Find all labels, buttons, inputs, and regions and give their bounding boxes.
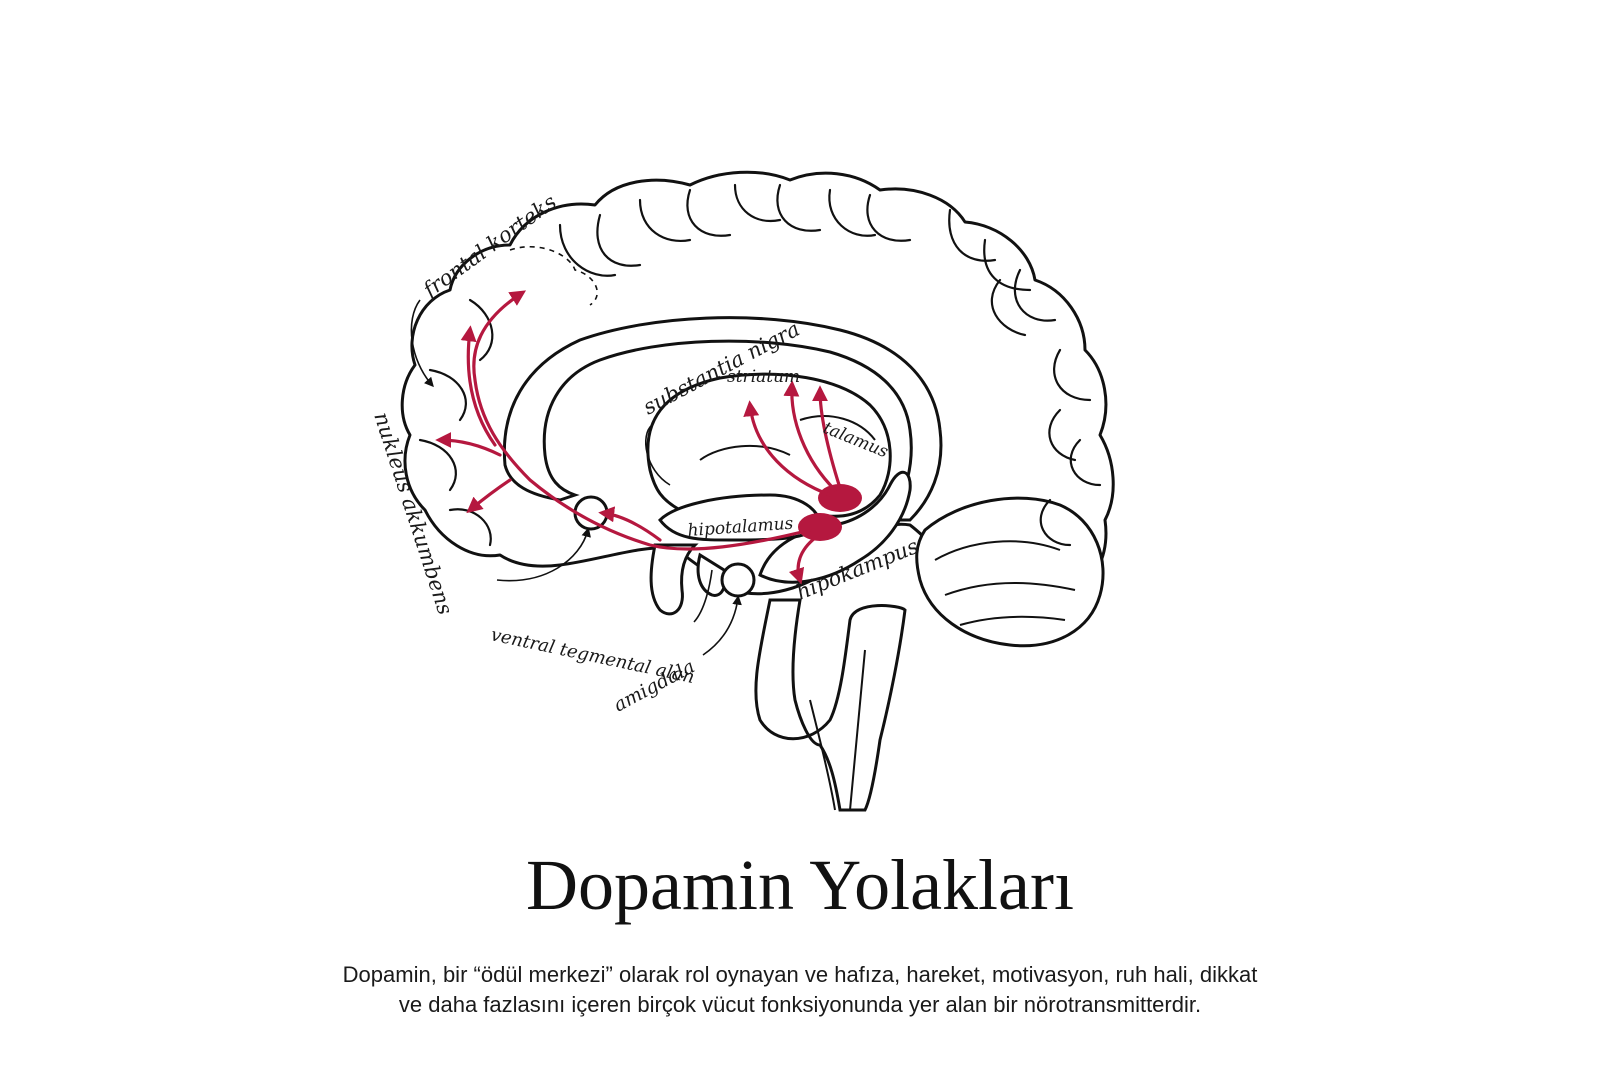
description: Dopamin, bir “ödül merkezi” olarak rol o…: [0, 960, 1600, 1020]
dopamine-pathways: [435, 290, 842, 585]
label-leaders: [410, 299, 742, 656]
pathway-frontal-branch-2: [435, 432, 502, 457]
pathway-to-striatum-2: [783, 380, 837, 492]
page-title: Dopamin Yolakları: [526, 845, 1074, 925]
pathway-to-nucleus-accumbens: [598, 506, 662, 542]
amygdala-node: [720, 562, 756, 598]
vta-nucleus: [798, 513, 842, 541]
brainstem: [754, 598, 907, 812]
frontal-dashed-boundary: [509, 245, 598, 306]
pathway-frontal-branch-1: [460, 325, 497, 447]
pathway-to-frontal-cortex: [472, 290, 812, 551]
cerebellum: [915, 496, 1105, 648]
label-striatum: striatum: [727, 367, 800, 387]
pathway-to-striatum-1: [743, 400, 832, 497]
pathway-frontal-branch-3: [466, 478, 512, 514]
description-line-2: ve daha fazlasını içeren birçok vücut fo…: [398, 992, 1202, 1017]
pathway-to-striatum-3: [812, 385, 842, 490]
gyri-lines: [418, 183, 1102, 547]
description-line-1: Dopamin, bir “ödül merkezi” olarak rol o…: [342, 962, 1258, 987]
brain-diagram: frontal korteks substantia nigra striatu…: [369, 170, 1115, 812]
corpus-callosum: [502, 316, 943, 522]
substantia-nigra-nucleus: [818, 484, 862, 512]
pathway-to-hippocampus: [788, 536, 817, 585]
